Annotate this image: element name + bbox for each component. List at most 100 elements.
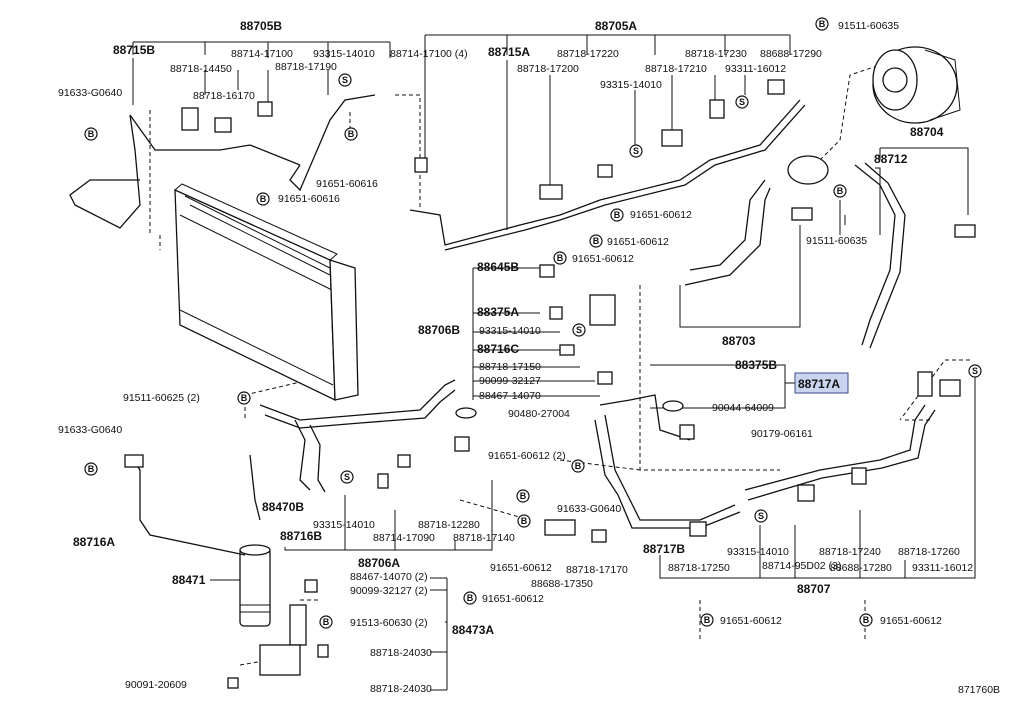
- label-88718-17260: 88718-17260: [898, 546, 960, 558]
- label-88718-24030: 88718-24030: [370, 647, 432, 659]
- svg-text:B: B: [557, 253, 564, 263]
- label-91633-G0640: 91633-G0640: [557, 503, 621, 515]
- label-93315-14010: 93315-14010: [727, 546, 789, 558]
- label-91511-60635: 91511-60635: [806, 235, 867, 247]
- b-marker: B: [610, 208, 624, 222]
- label-93315-14010: 93315-14010: [600, 79, 662, 91]
- label-88714-17100-4: 88714-17100 (4): [390, 48, 468, 60]
- svg-text:B: B: [614, 210, 621, 220]
- label-88718-16170: 88718-16170: [193, 90, 255, 102]
- svg-text:S: S: [342, 75, 348, 85]
- label-91651-60612: 91651-60612: [482, 593, 544, 605]
- small-parts: [124, 79, 976, 689]
- label-91651-60612: 91651-60612: [880, 615, 942, 627]
- svg-text:B: B: [819, 19, 826, 29]
- label-90099-32127: 90099-32127: [479, 375, 541, 387]
- label-88375A: 88375A: [477, 305, 519, 319]
- label-88688-17280: 88688-17280: [830, 562, 892, 574]
- label-88705A: 88705A: [595, 19, 637, 33]
- label-88473A: 88473A: [452, 623, 494, 637]
- label-88707: 88707: [797, 582, 831, 596]
- label-88718-14450: 88718-14450: [170, 63, 232, 75]
- label-91651-60612-2: 91651-60612 (2): [488, 450, 566, 462]
- b-marker: B: [84, 127, 98, 141]
- b-marker: B: [589, 234, 603, 248]
- label-93315-14010: 93315-14010: [479, 325, 541, 337]
- label-88712: 88712: [874, 152, 908, 166]
- label-91513-60630-2: 91513-60630 (2): [350, 617, 428, 629]
- b-marker: B: [463, 591, 477, 605]
- label-90179-06161: 90179-06161: [751, 428, 813, 440]
- svg-text:B: B: [88, 129, 95, 139]
- label-88716A: 88716A: [73, 535, 115, 549]
- label-91633-G0640: 91633-G0640: [58, 87, 122, 99]
- label-90044-64009: 90044-64009: [712, 402, 774, 414]
- label-93311-16012: 93311-16012: [725, 63, 786, 75]
- label-88715B: 88715B: [113, 43, 155, 57]
- label-90099-32127-2: 90099-32127 (2): [350, 585, 428, 597]
- label-88716C: 88716C: [477, 342, 519, 356]
- svg-text:B: B: [241, 393, 248, 403]
- b-marker: B: [84, 462, 98, 476]
- b-marker: B: [815, 17, 829, 31]
- label-91633-G0640: 91633-G0640: [58, 424, 122, 436]
- receiver-dryer: [239, 544, 271, 627]
- svg-text:B: B: [348, 129, 355, 139]
- s-marker: S: [338, 73, 352, 87]
- label-88717B: 88717B: [643, 542, 685, 556]
- svg-text:B: B: [88, 464, 95, 474]
- radiator-condenser: [174, 183, 359, 402]
- svg-text:B: B: [837, 186, 844, 196]
- label-88717A-highlighted: 88717A: [798, 377, 840, 391]
- b-marker: B: [256, 192, 270, 206]
- label-91651-60616: 91651-60616: [278, 193, 340, 205]
- label-91651-60616: 91651-60616: [316, 178, 378, 190]
- diagram-id: 871760B: [958, 684, 1000, 696]
- label-88703: 88703: [722, 334, 756, 348]
- label-90091-20609: 90091-20609: [125, 679, 187, 691]
- label-91651-60612: 91651-60612: [572, 253, 634, 265]
- b-marker: B: [344, 127, 358, 141]
- compressor: [872, 46, 961, 124]
- svg-text:S: S: [972, 366, 978, 376]
- s-marker: S: [754, 509, 768, 523]
- s-marker: S: [968, 364, 982, 378]
- svg-text:B: B: [467, 593, 474, 603]
- svg-text:B: B: [863, 615, 870, 625]
- b-marker: B: [517, 514, 531, 528]
- label-91651-60612: 91651-60612: [720, 615, 782, 627]
- label-88714-17100: 88714-17100: [231, 48, 293, 60]
- label-88714-95D02-3: 88714-95D02 (3): [762, 560, 841, 572]
- svg-text:B: B: [593, 236, 600, 246]
- label-88688-17350: 88688-17350: [531, 578, 593, 590]
- svg-text:B: B: [323, 617, 330, 627]
- label-88705B: 88705B: [240, 19, 282, 33]
- label-88718-17250: 88718-17250: [668, 562, 730, 574]
- svg-text:B: B: [521, 516, 528, 526]
- label-88718-17190: 88718-17190: [275, 61, 337, 73]
- s-marker: S: [735, 95, 749, 109]
- b-marker: B: [516, 489, 530, 503]
- s-marker: S: [340, 470, 354, 484]
- s-marker: S: [629, 144, 643, 158]
- label-88467-14070-2: 88467-14070 (2): [350, 571, 428, 583]
- label-93315-14010: 93315-14010: [313, 48, 375, 60]
- label-88706B: 88706B: [418, 323, 460, 337]
- label-91651-60612: 91651-60612: [607, 236, 669, 248]
- label-88471: 88471: [172, 573, 206, 587]
- label-88704: 88704: [910, 125, 944, 139]
- label-88714-17090: 88714-17090: [373, 532, 435, 544]
- label-88718-12280: 88718-12280: [418, 519, 480, 531]
- svg-text:S: S: [758, 511, 764, 521]
- svg-text:B: B: [520, 491, 527, 501]
- label-88718-17240: 88718-17240: [819, 546, 881, 558]
- svg-text:B: B: [260, 194, 267, 204]
- label-88718-17140: 88718-17140: [453, 532, 515, 544]
- label-91651-60612: 91651-60612: [630, 209, 692, 221]
- label-88718-17210: 88718-17210: [645, 63, 707, 75]
- b-marker: B: [319, 615, 333, 629]
- label-88645B: 88645B: [477, 260, 519, 274]
- b-marker: B: [571, 459, 585, 473]
